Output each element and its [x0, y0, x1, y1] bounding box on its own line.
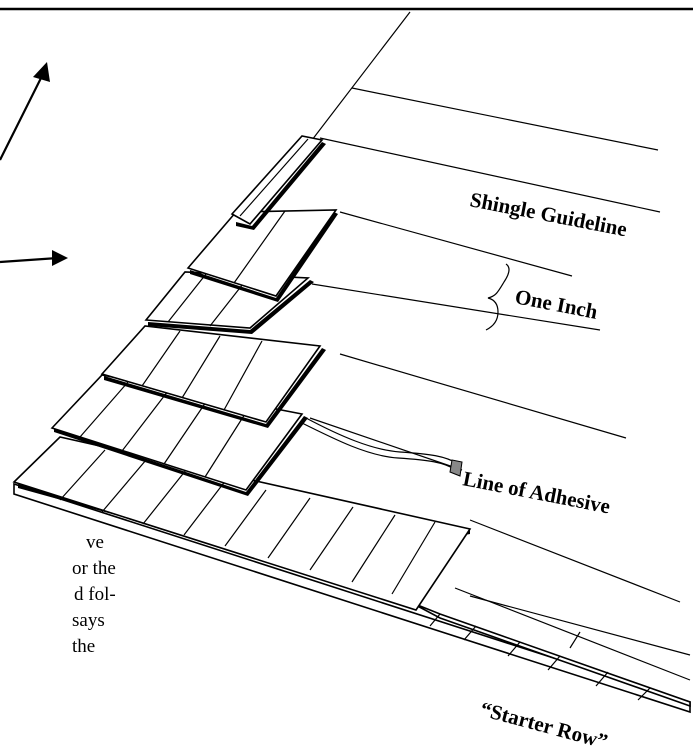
arrow-right-icon	[0, 250, 68, 266]
shingle-course-3	[100, 325, 326, 428]
adhesive-bead	[299, 417, 463, 477]
starter-row-strip	[13, 482, 691, 714]
shingle-course-6	[230, 135, 326, 230]
label-starter-row: “Starter Row”	[478, 697, 611, 747]
body-text-line: or the	[72, 558, 116, 579]
body-text-line: the	[72, 636, 95, 657]
body-text-line: d fol-	[74, 584, 116, 605]
arrow-up-icon	[0, 62, 50, 161]
label-shingle-guideline: Shingle Guideline	[468, 187, 629, 241]
label-line-of-adhesive: Line of Adhesive	[461, 466, 612, 518]
shingle-course-1	[12, 436, 472, 611]
body-text-line: ve	[86, 532, 104, 553]
guideline-lines	[309, 87, 691, 656]
partial-body-text: ve or the d fol- says the	[72, 532, 116, 657]
roof-edge-line	[311, 11, 411, 141]
shingle-course-5	[186, 209, 338, 302]
one-inch-brace	[485, 263, 510, 331]
body-text-line: says	[72, 610, 105, 631]
